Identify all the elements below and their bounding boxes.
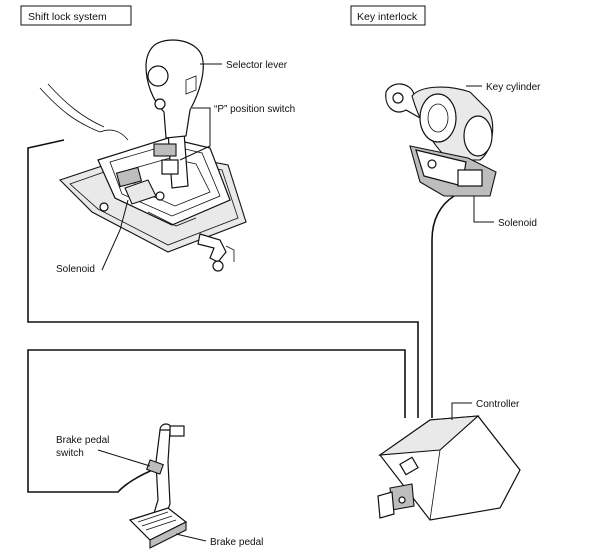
label-selector-lever: Selector lever [226,60,288,71]
key-cylinder-assembly [385,83,497,197]
label-brake-pedal-switch-line2: switch [56,448,84,459]
controller-unit [377,415,521,521]
label-p-position-switch: “P” position switch [214,104,295,115]
shift-lever-assembly [39,39,247,272]
leader-line-controller [451,402,472,420]
key-interlock-title: Key interlock [357,11,418,23]
brake-pedal-assembly [128,423,188,549]
wiring-harness [27,139,455,493]
label-brake-pedal-switch-line1: Brake pedal [56,435,109,446]
label-brake-pedal: Brake pedal [210,537,263,548]
label-key-cylinder: Key cylinder [486,82,541,93]
leader-lines-key [466,85,494,223]
key-interlock-title-box: Key interlock [350,5,426,26]
label-solenoid-left: Solenoid [56,264,95,275]
label-controller: Controller [476,399,520,410]
shift-lock-title-box: Shift lock system [20,5,132,26]
label-solenoid-right: Solenoid [498,218,537,229]
leader-lines-left [101,63,222,271]
shift-lock-title: Shift lock system [28,11,107,23]
leader-lines-brake [97,449,207,542]
